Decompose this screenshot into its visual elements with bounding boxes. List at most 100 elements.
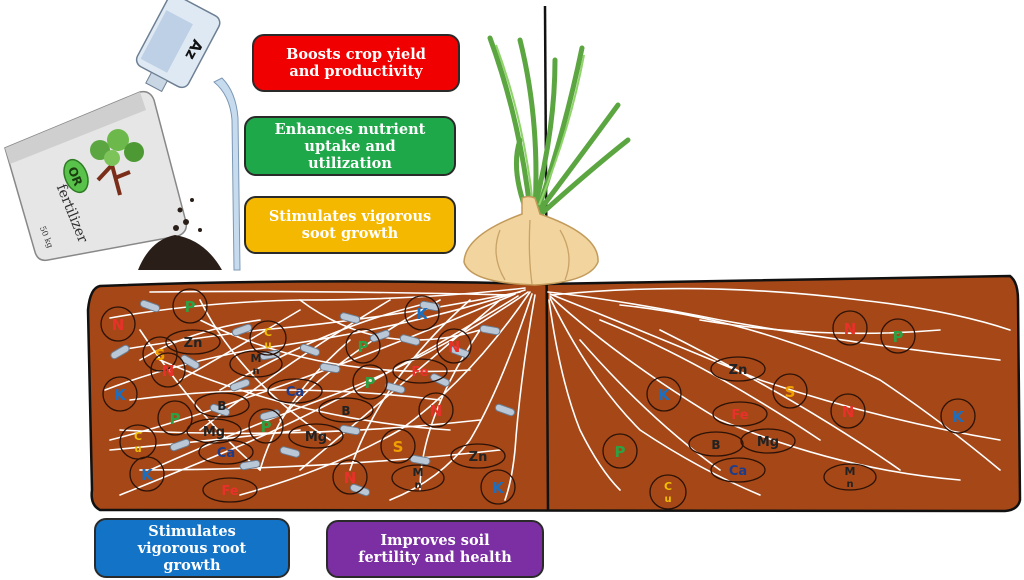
nutrient-cu: Cu — [249, 320, 287, 356]
svg-text:P: P — [261, 418, 272, 436]
nutrient-k: K — [129, 456, 165, 492]
svg-text:Zn: Zn — [729, 363, 748, 378]
microbe-cell — [110, 344, 130, 360]
svg-text:Fe: Fe — [221, 484, 238, 499]
svg-text:u: u — [664, 494, 671, 505]
nutrient-s: S — [380, 428, 416, 464]
nutrient-k: K — [646, 376, 682, 412]
svg-text:K: K — [141, 466, 154, 484]
root-strand — [549, 293, 1001, 441]
root-strand — [139, 319, 261, 361]
nutrient-n: N — [332, 459, 368, 495]
root-strand — [504, 294, 536, 501]
nutrient-zn: Zn — [450, 443, 506, 469]
svg-text:C: C — [264, 326, 272, 339]
nutrient-mn: Mn — [391, 464, 445, 492]
tree-icon — [90, 129, 144, 196]
svg-text:M: M — [413, 466, 424, 479]
root-strand — [199, 299, 331, 441]
svg-text:n: n — [252, 366, 259, 377]
bag-badge-text: OR — [65, 165, 85, 188]
nutrient-ca: Ca — [267, 378, 323, 404]
root-strand — [139, 449, 501, 471]
nutrient-b: B — [318, 397, 374, 423]
root-strand — [119, 291, 521, 351]
svg-text:C: C — [134, 430, 142, 443]
microbe-cell — [299, 343, 321, 357]
nutrient-n: N — [100, 306, 136, 342]
svg-text:B: B — [217, 399, 226, 413]
root-strand — [551, 287, 1011, 331]
root-strand — [579, 339, 721, 471]
nutrient-p: P — [345, 328, 381, 364]
svg-text:N: N — [842, 403, 855, 421]
nutrient-mg: Mg — [288, 423, 344, 449]
nutrient-n: N — [418, 392, 454, 428]
svg-text:Ca: Ca — [217, 446, 235, 461]
root-strand — [659, 329, 901, 471]
root-strand — [549, 297, 761, 496]
onion-plant — [463, 35, 631, 286]
microbe-cell — [209, 403, 231, 417]
root-strand — [129, 389, 441, 401]
nutrient-ca: Ca — [710, 457, 766, 483]
svg-text:n: n — [846, 479, 853, 490]
svg-text:N: N — [844, 320, 857, 338]
nutrient-zn: Zn — [710, 356, 766, 382]
nutrient-fe: Fe — [202, 477, 258, 503]
svg-text:Fe: Fe — [411, 365, 428, 380]
nutrient-b: B — [194, 392, 250, 418]
nutrient-p: P — [880, 318, 916, 354]
svg-text:Zn: Zn — [469, 450, 488, 465]
microbe-cell — [419, 300, 441, 312]
microbe-cell — [339, 312, 361, 324]
nutrient-k: K — [940, 398, 976, 434]
svg-text:u: u — [264, 340, 271, 351]
nutrient-s: S — [772, 373, 808, 409]
svg-text:Zn: Zn — [184, 336, 203, 351]
svg-text:P: P — [170, 410, 181, 428]
nutrient-n: N — [436, 328, 472, 364]
root-strand — [179, 309, 301, 381]
sparse-root-network — [547, 287, 1011, 496]
svg-text:Fe: Fe — [731, 408, 748, 423]
svg-text:P: P — [185, 298, 196, 316]
microbe-cell — [139, 299, 161, 313]
nutrient-fe: Fe — [392, 358, 448, 384]
svg-text:N: N — [430, 402, 443, 420]
organic-fertilizer-bag: OR fertilizer 50 kg — [4, 90, 222, 270]
nutrient-p: P — [248, 408, 284, 444]
nutrient-k: K — [102, 376, 138, 412]
svg-text:Mg: Mg — [203, 425, 225, 440]
microbe-cell — [494, 403, 516, 417]
root-strand — [549, 295, 961, 481]
svg-text:K: K — [952, 408, 965, 426]
svg-text:S: S — [785, 383, 796, 401]
root-strand — [109, 429, 301, 451]
root-strand — [149, 290, 511, 296]
nutrient-n: N — [830, 393, 866, 429]
root-strand — [199, 319, 471, 373]
svg-text:S: S — [393, 438, 404, 456]
nutrient-mn: Mn — [229, 350, 283, 378]
root-strand — [389, 293, 533, 501]
microbe-cell — [169, 438, 191, 452]
nutrient-n: N — [150, 352, 186, 388]
microbe-cell — [259, 409, 281, 421]
microbe-cell — [430, 373, 450, 387]
svg-text:P: P — [365, 374, 376, 392]
nutrient-p: P — [352, 364, 388, 400]
root-strand — [239, 291, 531, 496]
svg-text:M: M — [251, 352, 262, 365]
svg-text:N: N — [162, 362, 175, 380]
svg-text:Mg: Mg — [305, 430, 327, 445]
nutrient-ca: Ca — [198, 439, 254, 465]
